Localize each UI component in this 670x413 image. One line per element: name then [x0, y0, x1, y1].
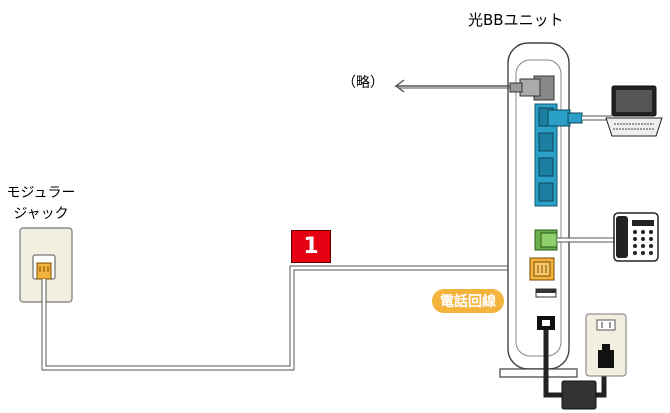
- modular-jack-label: モジュラー ジャック: [0, 183, 82, 225]
- laptop-icon: [605, 85, 663, 137]
- omit-arrow: [393, 79, 510, 93]
- unit-title: 光BBユニット: [468, 11, 564, 29]
- modular-jack-label-line2: ジャック: [13, 206, 69, 222]
- omitted-label: （略）: [342, 75, 384, 91]
- phone-line-tag: 電話回線: [432, 289, 504, 313]
- wall-outlet-icon: [585, 313, 627, 377]
- modular-jack-icon: [19, 227, 73, 303]
- telephone-icon: [613, 212, 659, 262]
- phone-line-cable: [41, 265, 533, 371]
- lan-cable: [547, 109, 612, 127]
- wan-port: [509, 75, 555, 101]
- ac-adapter-icon: [561, 380, 597, 410]
- line-port: [529, 257, 555, 281]
- modular-jack-label-line1: モジュラー: [6, 185, 76, 201]
- step-badge: 1: [291, 230, 331, 263]
- phone-port: [534, 229, 614, 251]
- lan-ports: [534, 103, 558, 207]
